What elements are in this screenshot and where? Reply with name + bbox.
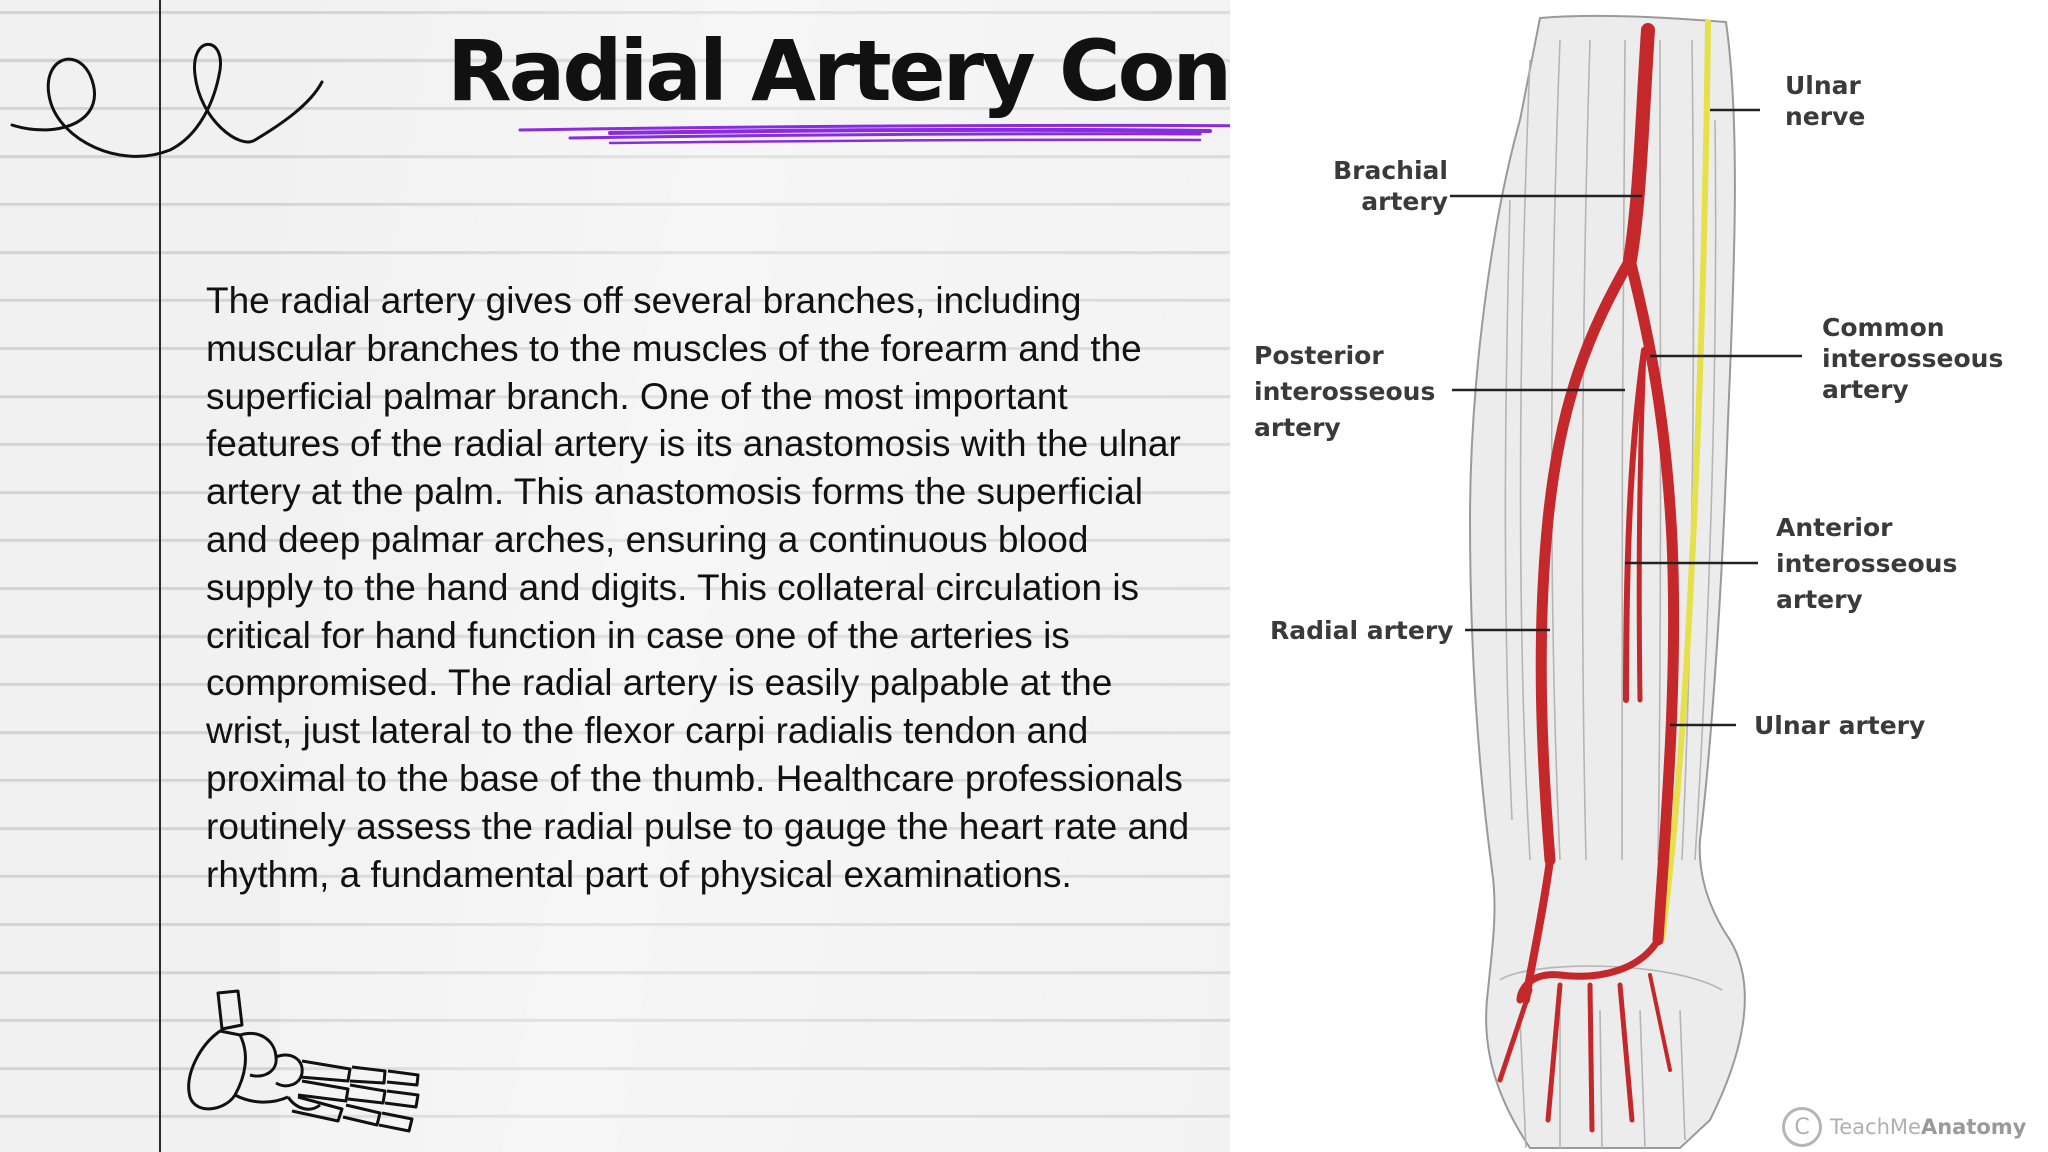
body-paragraph: The radial artery gives off several bran… [206,280,1190,895]
page-title: Radial Artery Cont’d [447,22,1355,120]
label-ulnar-artery: Ulnar artery [1754,711,1926,740]
label-ulnar-nerve: Ulnar nerve [1785,71,1866,131]
label-anterior-interosseous-artery: Anterior interosseous artery [1776,513,1958,614]
forearm-anatomy-figure: Ulnar nerve Brachial artery Common inter… [1230,0,2048,1152]
label-brachial-artery: Brachial artery [1333,156,1448,216]
watermark-text: TeachMeAnatomy [1830,1115,2027,1139]
notebook-paper [0,0,1230,1152]
teachmeanatomy-watermark: C TeachMeAnatomy [1782,1105,2026,1149]
label-radial-artery: Radial artery [1270,616,1454,645]
margin-line [159,0,161,1152]
loop-doodle [10,42,324,158]
label-common-interosseous-artery: Common interosseous artery [1822,313,2004,404]
paper-texture [280,0,1230,1152]
foot-bones-doodle [187,989,420,1133]
forearm-illustration [1450,14,1802,1149]
copyright-icon: C [1782,1107,1822,1147]
label-posterior-interosseous-artery: Posterior interosseous artery [1254,341,1436,442]
title-underline [518,123,1272,145]
